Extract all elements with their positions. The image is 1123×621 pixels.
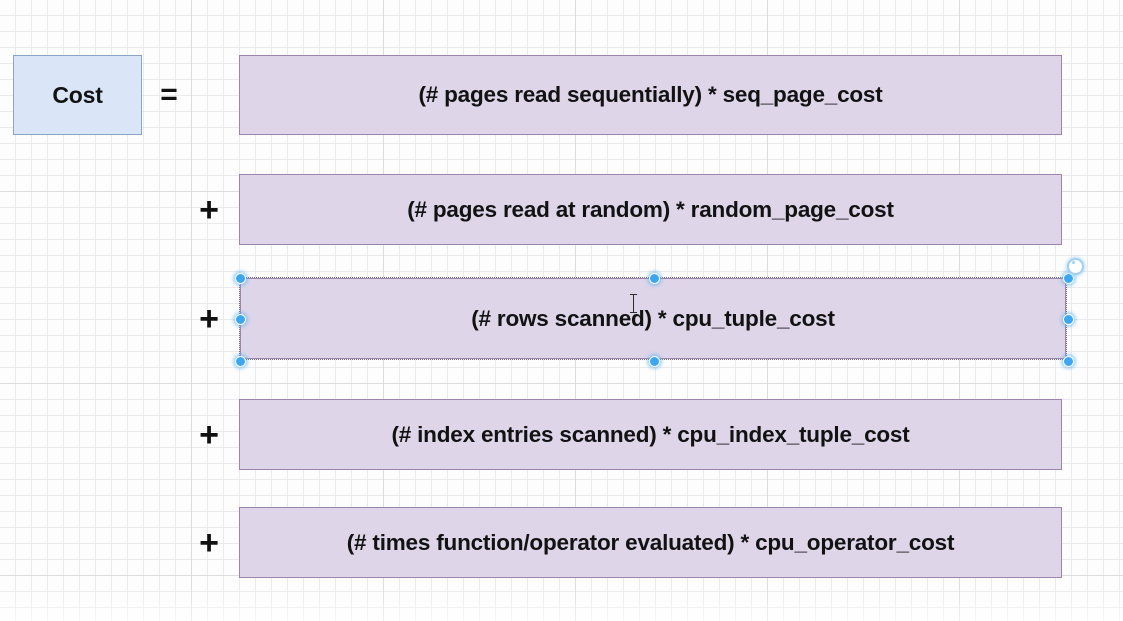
operator-plus-5: + <box>195 507 223 578</box>
operator-plus-2-symbol: + <box>199 190 219 229</box>
operator-equals: = <box>152 55 186 135</box>
term-box-seq-page-cost[interactable]: (# pages read sequentially) * seq_page_c… <box>239 55 1062 135</box>
term-label-cpu-tuple-cost: (# rows scanned) * cpu_tuple_cost <box>471 305 835 331</box>
selection-handle-middle-right[interactable] <box>1062 313 1074 325</box>
operator-plus-3-symbol: + <box>199 300 219 338</box>
operator-equals-symbol: = <box>160 78 178 111</box>
selection-handle-top-center[interactable] <box>648 272 660 284</box>
term-label-cpu-index-tuple-cost: (# index entries scanned) * cpu_index_tu… <box>391 421 910 447</box>
term-label-cpu-operator-cost: (# times function/operator evaluated) * … <box>346 529 955 555</box>
term-box-cpu-operator-cost[interactable]: (# times function/operator evaluated) * … <box>239 507 1062 578</box>
selection-handle-top-right[interactable] <box>1062 272 1074 284</box>
selection-handle-bottom-left[interactable] <box>234 355 246 367</box>
rotate-handle-icon[interactable] <box>1066 257 1084 275</box>
term-box-cpu-index-tuple-cost[interactable]: (# index entries scanned) * cpu_index_tu… <box>239 399 1062 470</box>
operator-plus-4: + <box>195 399 223 470</box>
node-cost-label: Cost <box>52 81 103 108</box>
selection-handle-bottom-right[interactable] <box>1062 355 1074 367</box>
term-label-seq-page-cost: (# pages read sequentially) * seq_page_c… <box>418 82 883 107</box>
selection-handle-bottom-center[interactable] <box>648 355 660 367</box>
operator-plus-2: + <box>195 174 223 245</box>
operator-plus-3: + <box>195 280 223 358</box>
operator-plus-5-symbol: + <box>199 523 219 562</box>
node-cost[interactable]: Cost <box>13 55 142 135</box>
selection-handle-middle-left[interactable] <box>234 313 246 325</box>
term-box-random-page-cost[interactable]: (# pages read at random) * random_page_c… <box>239 174 1062 245</box>
term-label-random-page-cost: (# pages read at random) * random_page_c… <box>407 196 894 222</box>
term-box-cpu-tuple-cost[interactable]: (# rows scanned) * cpu_tuple_cost <box>240 278 1066 359</box>
operator-plus-4-symbol: + <box>199 415 219 454</box>
selection-handle-top-left[interactable] <box>234 272 246 284</box>
